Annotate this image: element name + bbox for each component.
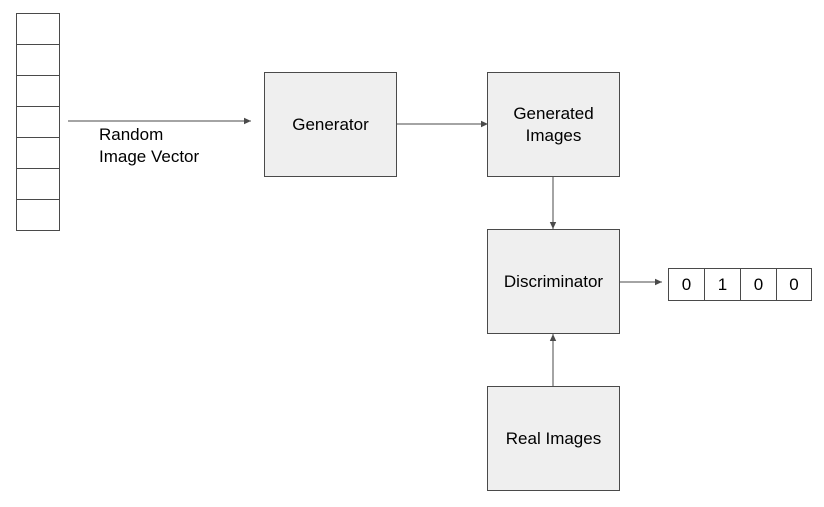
discriminator-node: Discriminator [487,229,620,334]
output-cell: 0 [776,268,812,301]
vector-cell [16,44,60,76]
real-images-node: Real Images [487,386,620,491]
vector-cell [16,13,60,45]
generator-node: Generator [264,72,397,177]
generated-images-node: Generated Images [487,72,620,177]
vector-cell [16,199,60,231]
output-cell: 0 [740,268,777,301]
output-cell: 1 [704,268,741,301]
vector-cell [16,106,60,138]
vector-cell [16,168,60,200]
output-cell: 0 [668,268,705,301]
vector-cell [16,137,60,169]
random-image-vector-label: Random Image Vector [99,125,200,166]
vector-cell [16,75,60,107]
